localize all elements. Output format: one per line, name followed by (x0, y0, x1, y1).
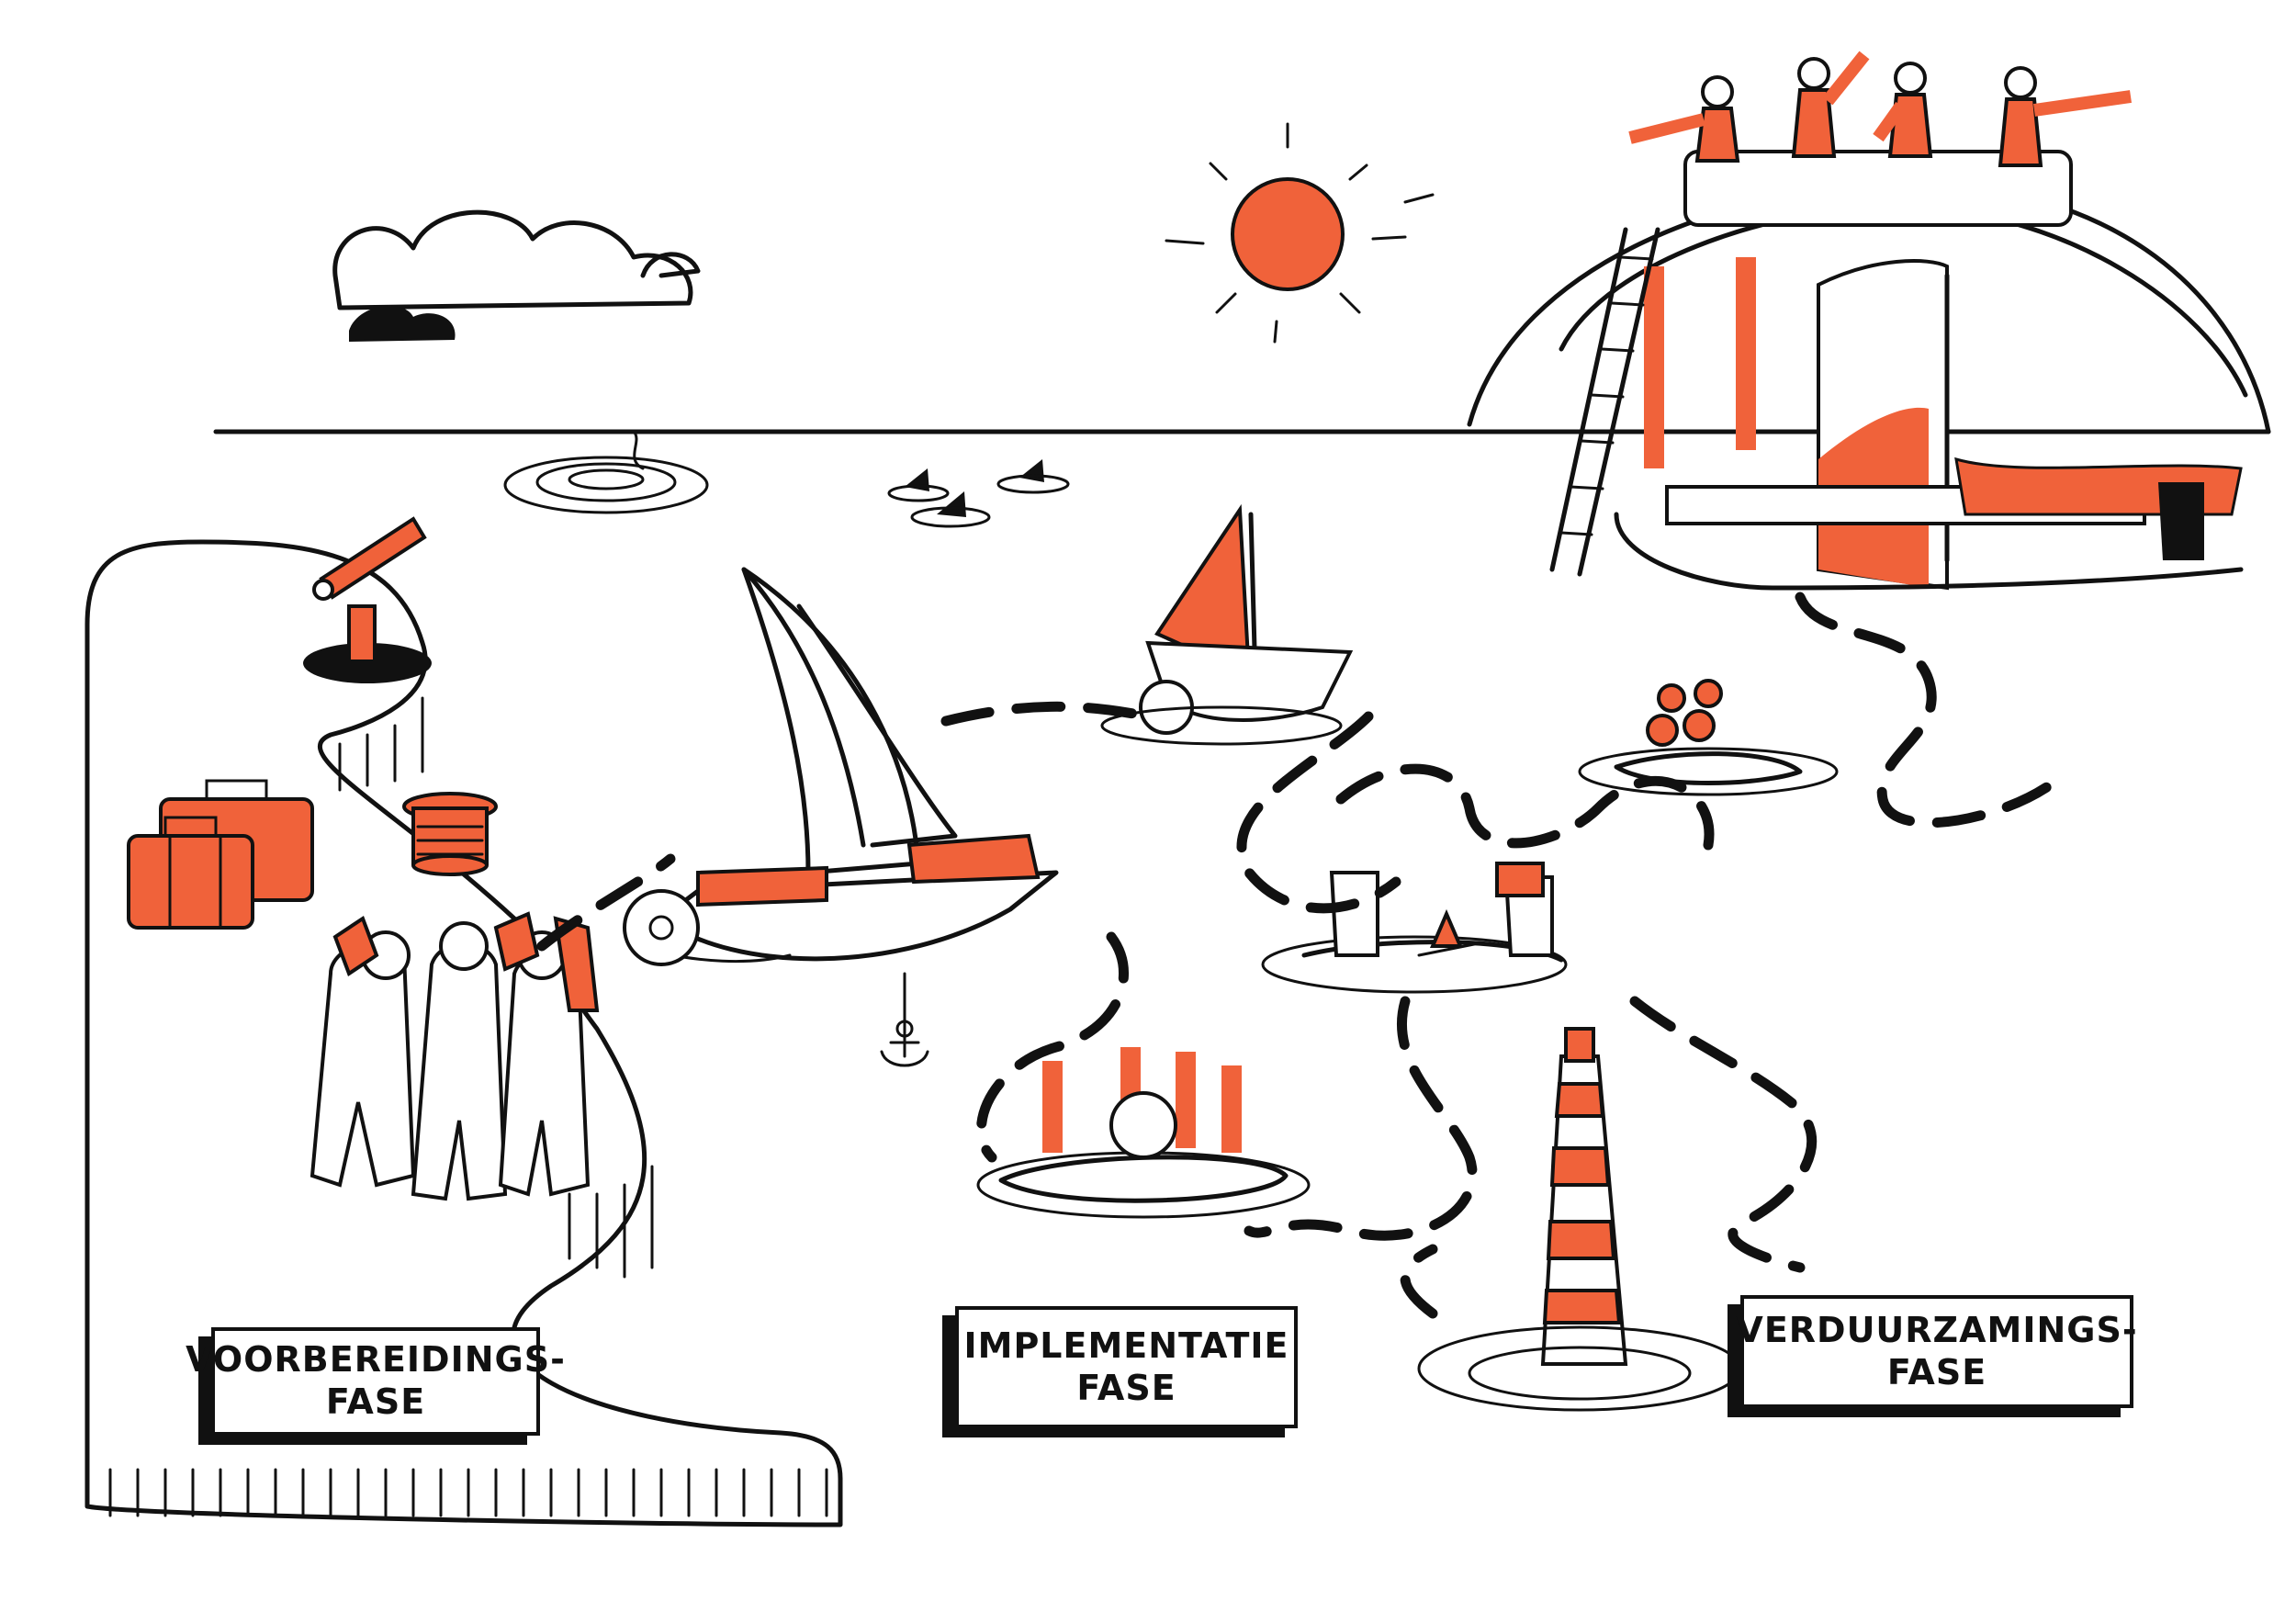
island-meeting (1580, 681, 1837, 795)
label-implementation-phase: IMPLEMENTATIE FASE (955, 1306, 1298, 1428)
label-implementation-line1: IMPLEMENTATIE (964, 1325, 1289, 1368)
label-preparation-line1: VOORBEREIDINGS- (186, 1339, 566, 1381)
whirlpool-icon (505, 432, 707, 513)
label-sustainability-line2: FASE (1887, 1352, 1986, 1394)
label-implementation-line2: FASE (1076, 1368, 1176, 1410)
sailboat-icon (634, 569, 1056, 962)
island-campfire (1263, 863, 1566, 992)
cloud-icon (335, 212, 698, 342)
campfire-icon (1419, 914, 1474, 955)
label-preparation-phase: VOORBEREIDINGS- FASE (211, 1327, 540, 1436)
label-preparation-line2: FASE (326, 1381, 425, 1424)
dome-building (1469, 55, 2268, 588)
celebrating-people (1630, 55, 2131, 165)
label-sustainability-phase: VERDUURZAMINGS- FASE (1740, 1295, 2133, 1408)
island-team (978, 1047, 1309, 1217)
suitcase-icon (129, 781, 312, 928)
capstan-icon (404, 794, 496, 874)
telescope-icon (303, 519, 432, 683)
people-group-looking (312, 914, 597, 1199)
ladder-icon (1552, 230, 1658, 574)
anchor-icon (882, 974, 928, 1065)
label-sustainability-line1: VERDUURZAMINGS- (1736, 1310, 2137, 1352)
sun-icon (1166, 124, 1433, 342)
lighthouse-icon (1419, 1029, 1740, 1410)
small-sailboat (1102, 510, 1350, 744)
shark-fin-icon (889, 459, 1068, 526)
ship-wheel-icon (625, 891, 698, 964)
